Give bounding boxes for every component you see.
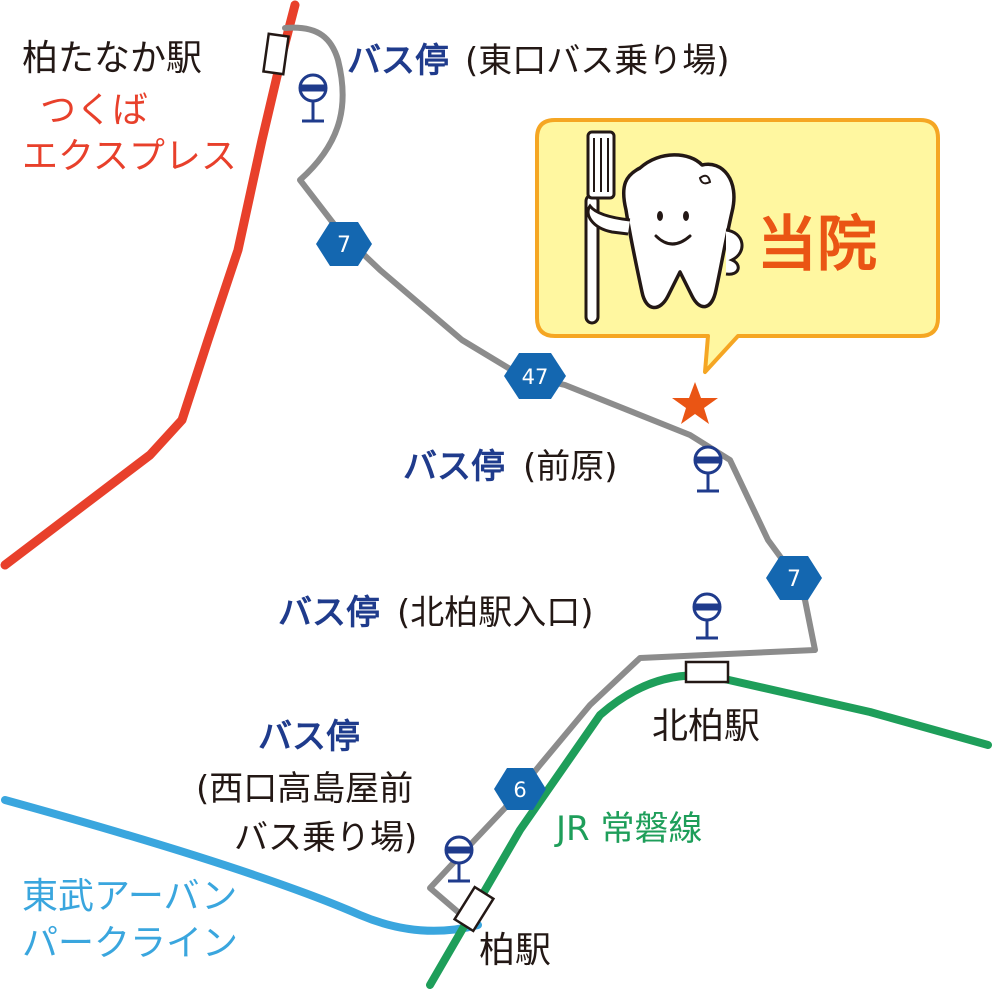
bus-stop-label-east: バス停 (東口バス乗り場): [347, 41, 730, 81]
clinic-star-icon: [672, 382, 718, 424]
svg-text:7: 7: [787, 567, 801, 592]
tsukuba-express-line: [0, 0, 300, 570]
svg-text:(北柏駅入口): (北柏駅入口): [397, 593, 594, 633]
station-label-kashiwa: 柏駅: [479, 930, 551, 971]
station-label-kitakashiwa: 北柏駅: [652, 706, 760, 747]
svg-text:(東口バス乗り場): (東口バス乗り場): [465, 41, 730, 81]
route-badge-47: 47: [504, 353, 566, 399]
bus-stop-icon: [692, 592, 722, 640]
svg-text:7: 7: [337, 233, 351, 258]
clinic-callout: 当院: [535, 118, 940, 374]
line-label-jr: JR 常磐線: [554, 809, 702, 849]
station-marker-kashiwa: [452, 885, 496, 933]
bus-stop-icon: [444, 835, 474, 883]
svg-text:バス停: バス停: [347, 41, 449, 81]
line-label-tsukuba-2: エクスプレス: [22, 136, 237, 177]
bus-stop-icon: [298, 73, 328, 123]
station-marker-kashiwatanaka: [262, 32, 290, 76]
svg-text:6: 6: [513, 778, 526, 802]
bus-stop-label-maebara: バス停 (前原): [403, 447, 618, 487]
svg-text:バス停: バス停: [278, 593, 380, 633]
svg-text:バス停: バス停: [258, 717, 360, 757]
station-label-kashiwatanaka: 柏たなか駅: [22, 38, 202, 79]
route-badge-7-top: 7: [316, 222, 372, 266]
bus-stop-label-kitakashiwa-iriguchi: バス停 (北柏駅入口): [278, 593, 594, 633]
clinic-label: 当院: [757, 210, 877, 280]
line-label-tobu-2: パークライン: [22, 923, 238, 964]
route-badge-7-mid: 7: [766, 556, 822, 600]
svg-text:(西口高島屋前: (西口高島屋前: [196, 769, 413, 809]
line-label-tobu-1: 東武アーバン: [22, 876, 237, 917]
tooth-mascot-icon: [584, 130, 744, 325]
bus-stop-label-nishiguchi: バス停 (西口高島屋前 バス乗り場): [196, 717, 417, 858]
line-label-tsukuba-1: つくば: [40, 90, 148, 131]
tobu-urban-park-line: [1, 796, 482, 935]
svg-text:バス乗り場): バス乗り場): [234, 818, 417, 858]
bus-stop-icon: [693, 445, 723, 493]
svg-text:47: 47: [522, 365, 549, 389]
road-route: [282, 24, 818, 921]
route-badge-6: 6: [494, 768, 546, 810]
svg-text:バス停: バス停: [403, 447, 505, 487]
station-marker-kitakashiwa: [684, 660, 730, 684]
svg-text:(前原): (前原): [523, 447, 618, 487]
